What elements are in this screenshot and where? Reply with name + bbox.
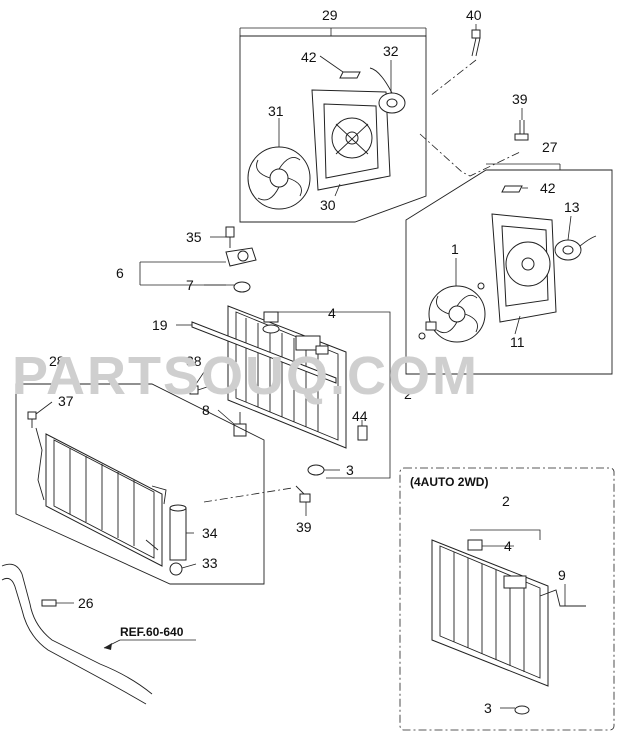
- bolt-37: [27, 411, 37, 428]
- callout-9: 9: [558, 567, 566, 583]
- reference-label: REF.60-640: [120, 625, 184, 639]
- radiator-2: [227, 305, 347, 449]
- label-tag-42: [339, 71, 361, 79]
- callout-40: 40: [466, 7, 482, 23]
- callout-19: 19: [152, 317, 168, 333]
- fan-motor-13: [554, 235, 597, 261]
- reference-hose-26: [1, 563, 153, 705]
- callout-26: 26: [78, 595, 94, 611]
- insulator-7: [233, 281, 251, 293]
- radiator-2-variant: [431, 539, 549, 687]
- callout-3-variant: 3: [484, 700, 492, 716]
- callout-33: 33: [202, 555, 218, 571]
- callout-11: 11: [510, 334, 525, 350]
- callout-7: 7: [186, 277, 194, 293]
- callout-13: 13: [564, 199, 580, 215]
- group-box-27: [405, 169, 613, 375]
- callout-1: 1: [451, 241, 459, 257]
- variant-box-4auto-2wd: [399, 467, 615, 731]
- callout-39-upper: 39: [512, 91, 528, 107]
- callout-29: 29: [322, 7, 338, 23]
- fan-shroud-30: [311, 89, 391, 191]
- receiver-drier-34: [169, 504, 187, 561]
- callout-2: 2: [404, 386, 412, 402]
- bolt-40: [471, 29, 481, 57]
- condenser: [35, 427, 167, 567]
- callout-34: 34: [202, 525, 218, 541]
- group-box-28: [15, 383, 265, 585]
- variant-box-title: (4AUTO 2WD): [410, 475, 488, 489]
- cap-33: [169, 562, 183, 576]
- cooling-fan-1: [428, 285, 486, 343]
- callout-39-lower: 39: [296, 519, 312, 535]
- callout-35: 35: [186, 229, 202, 245]
- cooling-fan-31: [247, 146, 311, 210]
- clip-44: [357, 425, 368, 441]
- callout-37: 37: [58, 393, 74, 409]
- callout-44: 44: [352, 408, 368, 424]
- label-tag-42-lower: [501, 185, 523, 193]
- callout-27: 27: [542, 139, 558, 155]
- callout-31: 31: [268, 103, 284, 119]
- fan-shroud-11: [491, 213, 557, 323]
- fan-motor-32: [369, 67, 406, 114]
- callout-42-upper: 42: [301, 49, 317, 65]
- callout-4: 4: [328, 305, 336, 321]
- callout-30: 30: [320, 197, 336, 213]
- insulator-3-variant: [514, 705, 530, 715]
- watermark: PARTSOUQ.COM: [12, 346, 479, 406]
- group-box-29: [239, 35, 427, 223]
- drain-plug-8: [233, 412, 247, 437]
- bolt-39-lower: [295, 485, 311, 503]
- callout-28: 28: [49, 353, 65, 369]
- callout-6: 6: [116, 265, 124, 281]
- bolt-39-upper: [514, 120, 529, 141]
- callout-2-variant: 2: [502, 493, 510, 509]
- radiator-cap-4: [262, 311, 280, 334]
- callout-38: 38: [186, 353, 202, 369]
- hose-9: [539, 589, 586, 607]
- callout-32: 32: [383, 43, 399, 59]
- insulator-3: [307, 464, 325, 476]
- callout-4-variant: 4: [504, 538, 512, 554]
- callout-42-lower: 42: [540, 180, 556, 196]
- mount-bracket-6: [225, 247, 257, 267]
- callout-3: 3: [346, 462, 354, 478]
- bolt-38: [189, 385, 211, 395]
- callout-8: 8: [202, 402, 210, 418]
- bolt-35: [225, 226, 235, 248]
- radiator-cap-4-variant: [467, 539, 483, 551]
